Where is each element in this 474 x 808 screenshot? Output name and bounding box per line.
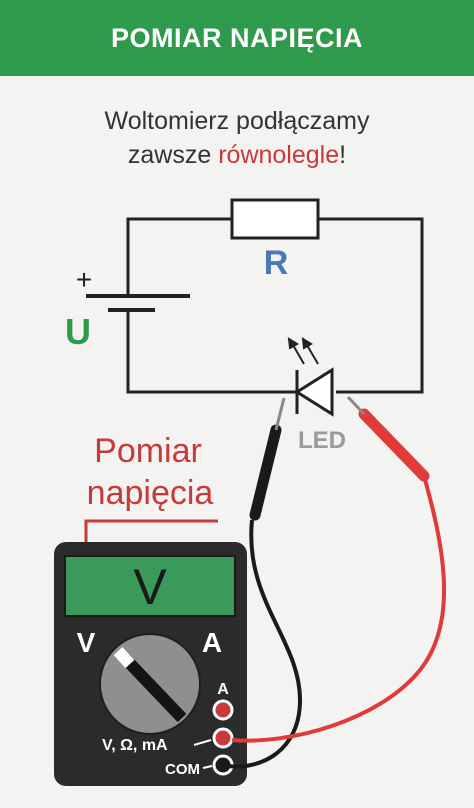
red-probe-handle[interactable] — [358, 408, 430, 482]
callout-line-2: napięcia — [87, 474, 214, 512]
red-probe-tip — [346, 395, 366, 416]
led-label: LED — [298, 427, 346, 454]
led-symbol — [287, 337, 334, 417]
dial-right-label: A — [202, 627, 222, 658]
led-light-arrows-icon — [287, 337, 319, 365]
socket-com-label: COM — [165, 761, 200, 778]
header-title: POMIAR NAPIĘCIA — [110, 22, 364, 53]
dial-left-label: V — [77, 627, 96, 658]
battery-plus-sign: + — [76, 264, 92, 295]
circuit-wires — [126, 217, 424, 394]
intro-line-2-suffix: ! — [339, 141, 347, 169]
intro-emphasis: równolegle — [218, 141, 340, 169]
wire-top-left — [126, 217, 232, 296]
display-reading: V — [133, 559, 167, 615]
black-probe-tip — [274, 397, 286, 431]
wire-bottom-left — [126, 310, 297, 394]
socket-v-ohm-ma[interactable] — [212, 727, 234, 749]
socket-v-label: V, Ω, mA — [102, 737, 168, 754]
battery-label: U — [65, 311, 91, 352]
multimeter-display — [64, 555, 236, 617]
intro-line-2-prefix: zawsze — [127, 141, 219, 169]
intro-text: Woltomierz podłączamy zawsze równolegle! — [0, 104, 474, 172]
resistor-label: R — [264, 244, 289, 282]
black-probe-handle[interactable] — [249, 424, 282, 521]
led-triangle — [294, 367, 334, 417]
resistor — [230, 198, 320, 240]
dial-pointer-tip — [113, 646, 135, 669]
intro-line-2: zawsze równolegle! — [0, 138, 474, 172]
socket-a-label: A — [217, 681, 229, 698]
header-bar: POMIAR NAPIĘCIA — [0, 0, 474, 76]
wire-top-right — [318, 217, 424, 394]
socket-v-leader — [193, 739, 212, 746]
socket-a[interactable] — [212, 699, 234, 721]
red-probe-cable — [231, 475, 447, 743]
socket-com-leader — [202, 765, 213, 769]
intro-line-1: Woltomierz podłączamy — [104, 107, 370, 135]
callout-line-1: Pomiar — [94, 432, 202, 470]
black-probe-cable — [227, 519, 303, 769]
